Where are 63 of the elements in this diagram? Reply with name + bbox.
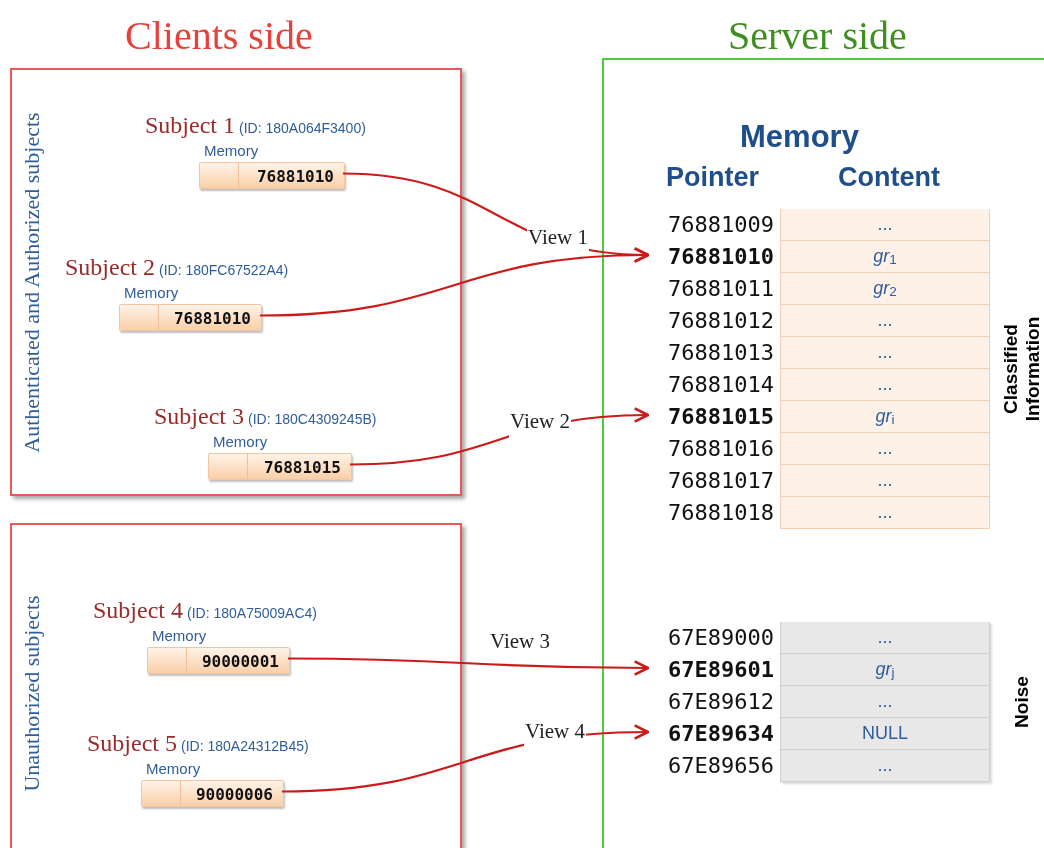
content-cell: ... — [780, 305, 990, 337]
content-cell: ... — [780, 465, 990, 497]
pointer-address: 67E89656 — [667, 752, 775, 780]
pointer-address: 76881010 — [667, 243, 775, 271]
column-header: Content — [838, 161, 940, 194]
memory-caption: Memory — [152, 626, 207, 646]
region-label: Classified Information — [1000, 316, 1044, 422]
pointer-address: 76881009 — [667, 211, 775, 239]
content-cell: NULL — [780, 718, 990, 750]
subject-id: (ID: 180C4309245B) — [248, 410, 377, 429]
region-label: Noise — [1011, 676, 1033, 728]
memory-value: 76881010 — [173, 308, 251, 330]
column-header: Pointer — [666, 161, 759, 194]
content-cell: ... — [780, 497, 990, 529]
pointer-address: 76881017 — [667, 467, 775, 495]
subject-name: Subject 1 — [145, 111, 235, 140]
pointer-address: 67E89000 — [667, 624, 775, 652]
subject-id: (ID: 180FC67522A4) — [159, 261, 289, 280]
subject-id: (ID: 180A24312B45) — [181, 737, 309, 756]
subject-name: Subject 3 — [154, 402, 244, 431]
section-heading: Clients side — [125, 12, 313, 60]
content-cell: ... — [780, 686, 990, 718]
group-label: Unauthorized subjects — [17, 594, 45, 792]
subject-id: (ID: 180A064F3400) — [239, 119, 366, 138]
pointer-address: 67E89634 — [667, 720, 775, 748]
memory-value: 76881010 — [256, 166, 334, 188]
group-panel — [10, 523, 462, 848]
content-cell: gr$_{1}$ — [780, 241, 990, 273]
subject-id: (ID: 180A75009AC4) — [187, 604, 317, 623]
content-cell: gr$_{j}$ — [780, 654, 990, 686]
content-cell: ... — [780, 622, 990, 654]
memory-caption: Memory — [124, 283, 179, 303]
pointer-address: 76881015 — [667, 403, 775, 431]
arrow — [259, 247, 650, 317]
content-cell: ... — [780, 750, 990, 782]
table-heading: Memory — [740, 118, 859, 156]
content-cell: ... — [780, 337, 990, 369]
pointer-address: 76881012 — [667, 307, 775, 335]
memory-value: 90000006 — [195, 784, 273, 806]
subject-name: Subject 5 — [87, 729, 177, 758]
memory-caption: Memory — [204, 141, 259, 161]
group-label: Authenticated and Authorized subjects — [17, 111, 45, 453]
memory-value: 90000001 — [201, 651, 279, 673]
content-cell: ... — [780, 433, 990, 465]
pointer-address: 76881013 — [667, 339, 775, 367]
subject-name: Subject 4 — [93, 596, 183, 625]
pointer-address: 76881011 — [667, 275, 775, 303]
group-panel — [10, 68, 462, 496]
memory-caption: Memory — [213, 432, 268, 452]
memory-value: 76881015 — [263, 457, 341, 479]
section-heading: Server side — [728, 12, 907, 60]
pointer-address: 67E89601 — [667, 656, 775, 684]
subject-name: Subject 2 — [65, 253, 155, 282]
pointer-address: 76881014 — [667, 371, 775, 399]
arrow — [288, 657, 650, 676]
pointer-address: 67E89612 — [667, 688, 775, 716]
content-cell: ... — [780, 209, 990, 241]
memory-caption: Memory — [146, 759, 201, 779]
content-cell: gr$_{2}$ — [780, 273, 990, 305]
content-cell: ... — [780, 369, 990, 401]
content-cell: gr$_{i}$ — [780, 401, 990, 433]
pointer-address: 76881016 — [667, 435, 775, 463]
pointer-address: 76881018 — [667, 499, 775, 527]
